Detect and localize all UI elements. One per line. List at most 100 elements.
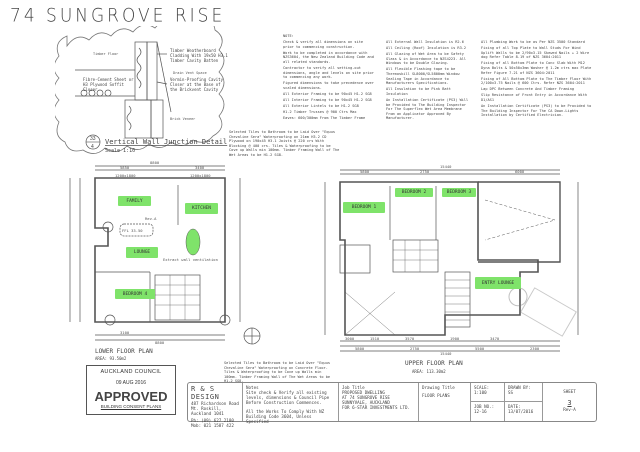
room-kitchen: KITCHEN (185, 203, 218, 214)
window-size: 1200x1800 (190, 173, 211, 178)
note: All Exterior Framing to be 90x45 H1.2 SG… (283, 92, 372, 97)
dimension: 15440 (440, 351, 452, 356)
job-title-line: PROPOSED DWELLING (342, 390, 385, 395)
dimension: 2750 (410, 346, 420, 351)
detail-sheet: 4 (91, 144, 94, 150)
job-no-label: JOB NO.: (474, 404, 495, 409)
ffl-level: FFL 33.50 (122, 228, 143, 233)
window-size: 1200x1800 (115, 173, 136, 178)
note: Fixing of all Top Plate to Wall Studs Fo… (481, 46, 590, 60)
revision-cloud-label: Rev-A (145, 216, 157, 221)
note: Lap DPC Between Concrete And Timber Fram… (481, 87, 575, 92)
stamp-date: 09 AUG 2016 (115, 380, 147, 386)
dimension: 1510 (370, 336, 380, 341)
job-title-label: Job Title (342, 385, 365, 390)
note: Figured dimensions to take precedence ov… (283, 81, 374, 90)
upper-plan-area: AREA: 113.30m2 (412, 369, 446, 374)
company-phone: Ph: (09) 627 2180 (191, 418, 234, 423)
drawn-by-value: SS (508, 390, 514, 395)
room-family: FAMILY (118, 196, 151, 206)
job-title-line: SUNNYVALE, AUCKLAND (342, 400, 390, 405)
notes-label: Notes (246, 385, 259, 390)
company-mobile: Mob: 021 1587 422 (191, 423, 234, 428)
company-address: 487 Richardson Road (191, 401, 239, 406)
note: All Plumbing Work to be as Per NZS 3500 … (481, 40, 585, 44)
dimension: 3400 (195, 165, 205, 170)
title-block: R & S DESIGN 487 Richardson Road Mt. Ros… (187, 382, 597, 428)
note: Fixing of all Bottom Plate to Conc Slab … (481, 61, 592, 75)
room-bedroom-2: BEDROOM 2 (395, 188, 433, 197)
general-notes-column-2: All External Wall Insulation is R2.6 All… (386, 40, 470, 123)
note: An Installation Certificate (PS3) to be … (481, 104, 592, 118)
dimension: 5800 (355, 346, 365, 351)
dimension: 8800 (150, 160, 160, 165)
drawn-by-label: DRAWN BY: (508, 385, 531, 390)
note: All External Wall Insulation is R2.6 (386, 40, 464, 44)
company-name: R & S DESIGN (191, 385, 220, 401)
note: Eaves: 600/300mm From The Timber Frame (283, 116, 366, 121)
handwritten-title: 74 SUNGROVE RISE (10, 5, 226, 27)
room-bedroom-4: BEDROOM 4 (115, 289, 155, 299)
faded-council-stamp (508, 287, 577, 337)
drawing-title: FLOOR PLANS (422, 393, 450, 398)
note: Work to be completed in accordance with … (283, 50, 374, 64)
drawing-title-label: Drawing Title (422, 385, 455, 390)
dimension: 5800 (360, 169, 370, 174)
dimension: 15440 (440, 164, 452, 169)
room-bedroom-3: BEDROOM 3 (442, 188, 476, 197)
lower-plan-area: AREA: 93.50m2 (95, 356, 127, 361)
note: H1.2 Timber Trusses @ 900 Ctrs Max (283, 110, 357, 115)
note: Contractor to verify all setting-out dim… (283, 66, 374, 80)
note: All Glazing of Wet Area to be Safety Gla… (386, 52, 467, 66)
scale-value: 1:100 (474, 390, 487, 395)
note: All Exterior Lintels to be H1.2 SG8 (283, 104, 359, 109)
job-no-value: 12-16 (474, 409, 487, 414)
detail-caption: Vertical Wall Junction Detail (105, 138, 227, 146)
scale-label: SCALE: (474, 385, 490, 390)
note: All Flexible Flashing tape to be Thermos… (386, 67, 460, 86)
general-notes-column-3: All Plumbing Work to be as Per NZS 3500 … (481, 40, 593, 119)
dimension: 3100 (120, 330, 130, 335)
job-title-line: AT 74 SUNGROVE RISE (342, 395, 390, 400)
sheet-label: SHEET (563, 389, 576, 394)
room-bedroom-1: BEDROOM 1 (343, 202, 385, 213)
stamp-subtitle: BUILDING CONSENT PLANS (100, 404, 162, 409)
note: Check & verify all dimensions on site pr… (283, 40, 364, 49)
wall-junction-detail-drawing: Timber Floor Drain Vent Space Brick Vene… (55, 26, 227, 154)
dining-table-highlight (185, 228, 201, 256)
ventilation-note: Extract wall ventilation (163, 257, 218, 262)
note: All Interior Framing to be 90x45 H1.2 SG… (283, 98, 372, 103)
room-lounge: LOUNGE (126, 247, 158, 258)
date-value: 13/07/2016 (508, 409, 534, 414)
lower-bathroom-callout: Selected Tiles to Bathroom to be Laid Ov… (224, 361, 331, 384)
note: Slip Resistance of Front Entry in Accord… (481, 93, 588, 103)
date-label: DATE: (508, 404, 521, 409)
note: An Installation Certificate (PS3) Will b… (386, 98, 469, 121)
detail-label: Timber Floor (93, 52, 118, 56)
dimension: 3000 (345, 336, 355, 341)
upper-bathroom-callout: Selected Tiles to Bathroom to be Laid Ov… (229, 130, 340, 157)
council-approval-stamp: AUCKLAND COUNCIL 09 AUG 2016 APPROVED BU… (86, 365, 176, 415)
detail-scale: Scale 1:10 (105, 148, 135, 154)
revision: Rev-A (563, 407, 576, 412)
title-block-note: All the Works To Comply With NZ Building… (246, 409, 325, 424)
dimension: 3470 (490, 336, 500, 341)
title-block-note: Site check & Verify all existing levels,… (246, 390, 330, 405)
note: NOTE: (283, 34, 294, 38)
general-notes-column-1: NOTE: Check & verify all dimensions on s… (283, 34, 375, 123)
dimension: 6000 (515, 169, 525, 174)
company-address: Mt. Roskill, Auckland 1041 (191, 406, 224, 416)
detail-number: 33 (90, 136, 96, 142)
detail-label-vermin-proofing: Vermin-Proofing Cavity Closer at the Bas… (170, 77, 223, 92)
note: All Ceiling (Roof) Insulation is R3.2 (386, 46, 467, 51)
detail-label-soffit: Fibre-Cement Sheet or H3 Plywood Soffit … (83, 77, 134, 92)
stamp-status: APPROVED (94, 389, 168, 404)
dimension: 2300 (530, 346, 540, 351)
job-title-line: FOR 6-STAR INVESTMENTS LTD. (342, 405, 411, 410)
upper-plan-title: UPPER FLOOR PLAN (405, 360, 463, 367)
detail-label-cladding: Timber Weatherboard Cladding With 19x50 … (170, 48, 228, 63)
dimension: 8800 (155, 340, 165, 345)
note: All Insulation to be Pink Batt Insulatio… (386, 87, 451, 96)
dimension: 1900 (450, 336, 460, 341)
